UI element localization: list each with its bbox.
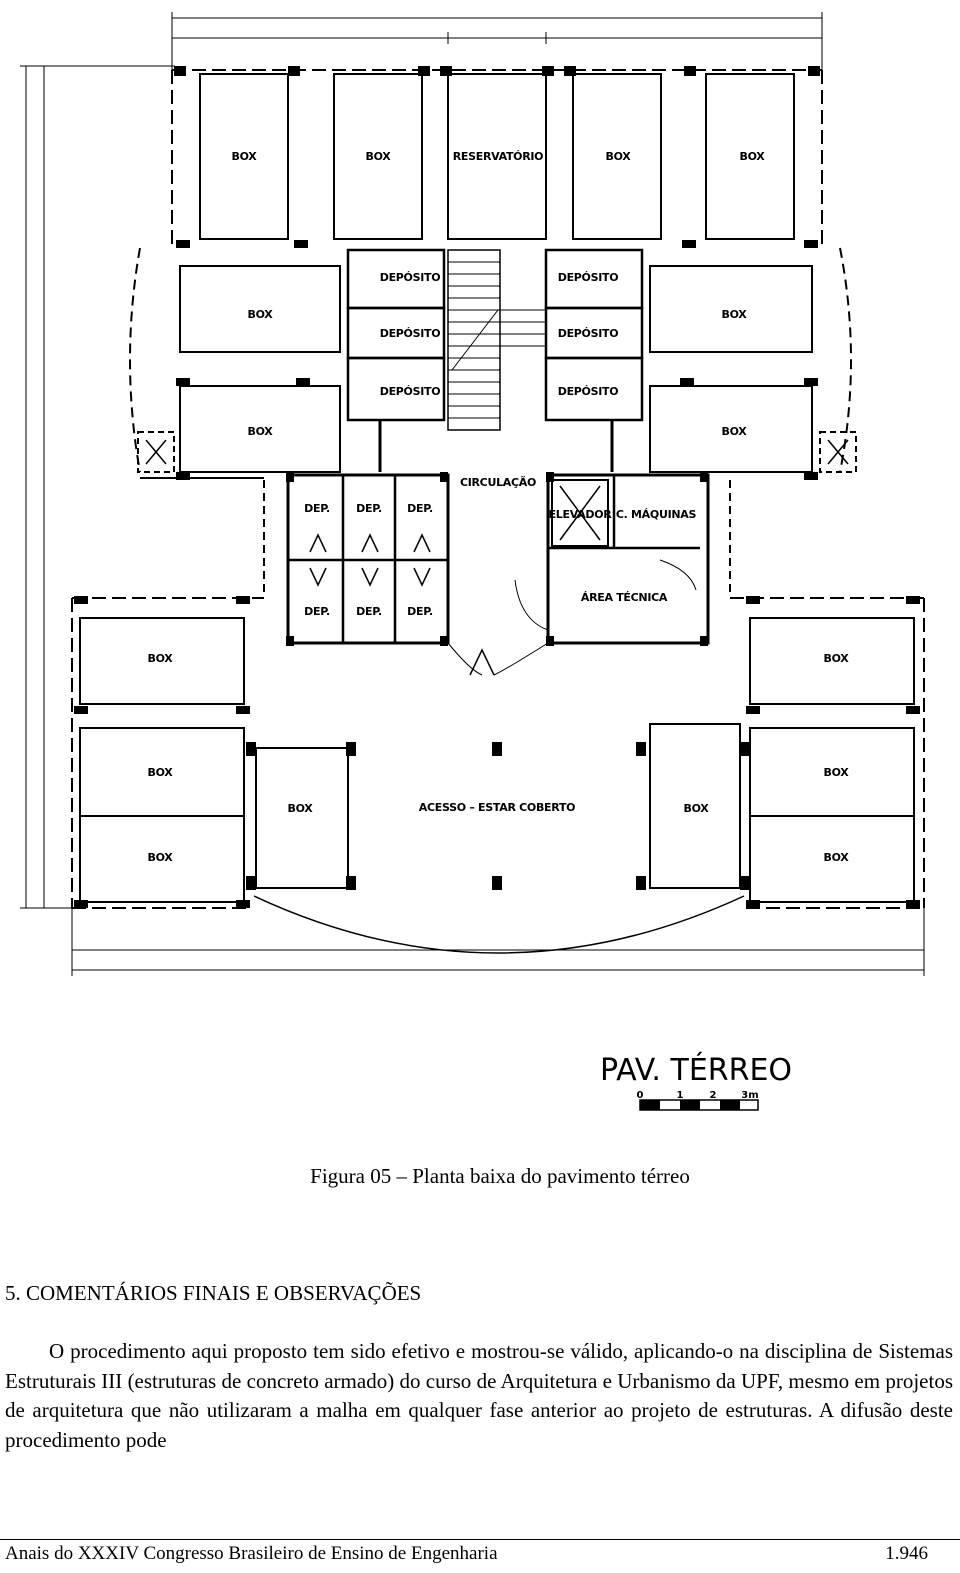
room-label-box: BOX [148,652,174,665]
room-label-deposito: DEPÓSITO [558,271,619,284]
room-label-box: BOX [148,766,174,779]
room-label-box: BOX [722,425,748,438]
scale-label: 3m [741,1090,758,1101]
room-label-box: BOX [684,802,710,815]
room-label-box: BOX [288,802,314,815]
room-label-area-tecnica: ÁREA TÉCNICA [581,591,668,604]
room-label-box: BOX [248,308,274,321]
room-label-dep: DEP. [304,605,330,618]
room-label-deposito: DEPÓSITO [558,385,619,398]
room-label-dep: DEP. [407,605,433,618]
scale-label: 1 [677,1090,684,1101]
room-label-deposito: DEPÓSITO [558,327,619,340]
room-label-box: BOX [824,766,850,779]
room-label-box: BOX [606,150,632,163]
room-label-box: BOX [824,652,850,665]
plan-title: PAV. TÉRREO [600,1052,792,1088]
room-label-elevador: ELEVADOR [549,508,613,521]
room-label-dep: DEP. [407,502,433,515]
floor-plan-drawing: BOX BOX RESERVATÓRIO BOX BOX BOX BOX BOX… [20,12,925,1111]
page-number: 1.946 [885,1543,928,1564]
room-label-box: BOX [232,150,258,163]
room-label-acesso: ACESSO – ESTAR COBERTO [419,801,575,814]
room-label-dep: DEP. [356,502,382,515]
room-label-box: BOX [740,150,766,163]
room-label-box: BOX [722,308,748,321]
room-label-maquinas: C. MÁQUINAS [616,508,697,521]
room-label-box: BOX [248,425,274,438]
scale-label: 2 [710,1090,717,1101]
footer-conference: Anais do XXXIV Congresso Brasileiro de E… [5,1543,498,1564]
room-label-box: BOX [148,851,174,864]
body-paragraph: O procedimento aqui proposto tem sido ef… [5,1339,953,1452]
room-label-reservatorio: RESERVATÓRIO [453,150,544,163]
room-label-box: BOX [824,851,850,864]
room-label-dep: DEP. [356,605,382,618]
room-label-deposito: DEPÓSITO [380,385,441,398]
room-label-dep: DEP. [304,502,330,515]
room-label-circulacao: CIRCULAÇÃO [460,476,536,489]
section-heading: 5. COMENTÁRIOS FINAIS E OBSERVAÇÕES [5,1281,422,1305]
room-label-deposito: DEPÓSITO [380,327,441,340]
footer-rule [0,1539,960,1540]
room-label-box: BOX [366,150,392,163]
scale-label: 0 [637,1090,644,1101]
figure-caption: Figura 05 – Planta baixa do pavimento té… [310,1164,690,1188]
room-label-deposito: DEPÓSITO [380,271,441,284]
